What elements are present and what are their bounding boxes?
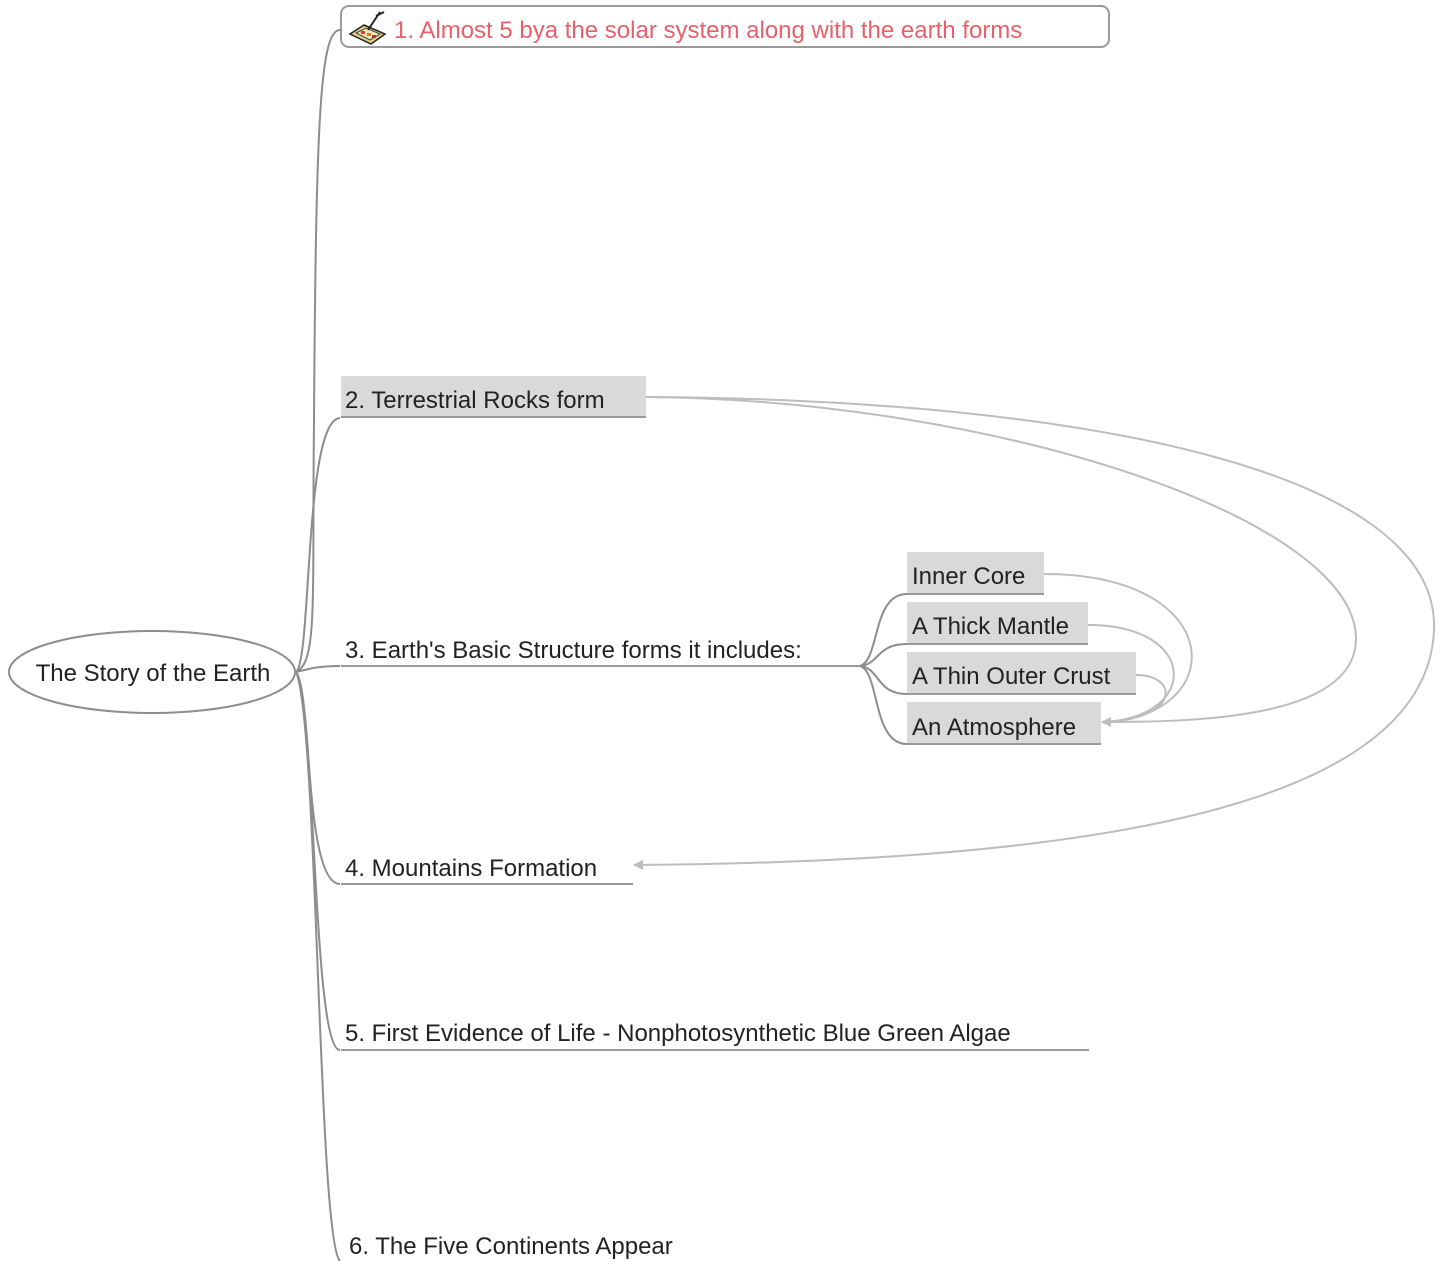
relationship-rocks-mountains xyxy=(633,396,1436,870)
central-topic-label: The Story of the Earth xyxy=(36,660,271,687)
branch-inner-core xyxy=(859,593,908,667)
branch-thin-crust xyxy=(859,665,908,695)
subtopic-branches xyxy=(859,593,908,745)
main-branches xyxy=(295,29,341,1261)
topic-6-label: 6. The Five Continents Appear xyxy=(349,1233,673,1260)
relationship-crust-atmosphere xyxy=(1101,674,1167,723)
subtopic-thin-crust-label: A Thin Outer Crust xyxy=(912,663,1111,690)
subtopic-atmosphere[interactable]: An Atmosphere xyxy=(907,702,1101,745)
branch-topic-1 xyxy=(295,29,341,673)
relationship-inner-core-atmosphere xyxy=(1043,573,1193,723)
branch-thick-mantle xyxy=(859,643,908,667)
topic-1[interactable]: 1. Almost 5 bya the solar system along w… xyxy=(340,5,1110,48)
paint-palette-icon xyxy=(348,11,387,45)
branch-topic-3 xyxy=(295,665,341,673)
subtopic-inner-core[interactable]: Inner Core xyxy=(907,552,1044,595)
subtopic-thin-crust[interactable]: A Thin Outer Crust xyxy=(907,652,1136,695)
topic-1-label: 1. Almost 5 bya the solar system along w… xyxy=(394,17,1022,44)
relationship-lines xyxy=(633,396,1436,870)
relationship-rocks-atmosphere xyxy=(645,396,1358,727)
topic-2-label: 2. Terrestrial Rocks form xyxy=(345,387,605,414)
subtopic-inner-core-label: Inner Core xyxy=(912,563,1025,590)
subtopic-atmosphere-label: An Atmosphere xyxy=(912,714,1076,741)
branch-topic-2 xyxy=(295,417,341,673)
topic-4[interactable]: 4. Mountains Formation xyxy=(341,855,633,885)
topic-4-label: 4. Mountains Formation xyxy=(345,855,597,882)
topic-3[interactable]: 3. Earth's Basic Structure forms it incl… xyxy=(341,637,860,667)
branch-atmosphere xyxy=(859,665,908,745)
topic-5[interactable]: 5. First Evidence of Life - Nonphotosynt… xyxy=(341,1020,1089,1051)
topic-3-label: 3. Earth's Basic Structure forms it incl… xyxy=(345,637,802,664)
relationship-mantle-atmosphere xyxy=(1087,624,1175,723)
topic-2[interactable]: 2. Terrestrial Rocks form xyxy=(341,376,646,418)
central-topic[interactable]: The Story of the Earth xyxy=(8,630,296,714)
topic-5-label: 5. First Evidence of Life - Nonphotosynt… xyxy=(345,1020,1011,1047)
topic-6[interactable]: 6. The Five Continents Appear xyxy=(349,1233,673,1260)
subtopic-thick-mantle-label: A Thick Mantle xyxy=(912,613,1069,640)
branch-topic-6 xyxy=(295,671,341,1261)
subtopic-thick-mantle[interactable]: A Thick Mantle xyxy=(907,602,1088,645)
